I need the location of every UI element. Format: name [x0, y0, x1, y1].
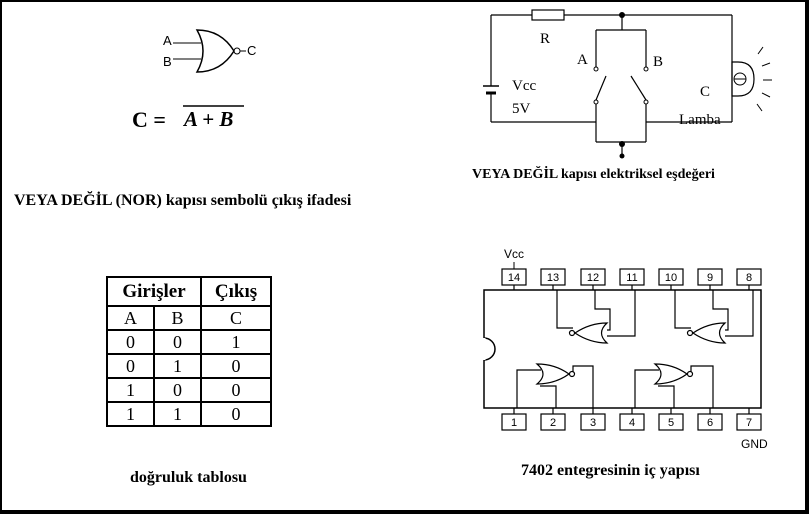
bottom-pin-label: 1 [511, 417, 517, 429]
truth-table: Girişler Çıkış A B C 0 0 1 0 1 0 1 0 0 1… [106, 276, 272, 427]
nor-input-a-label: A [163, 33, 172, 48]
bottom-pin-label: 7 [746, 417, 752, 429]
switch-a [595, 75, 607, 101]
source-label: Vcc [512, 78, 536, 94]
output-header: Çıkış [200, 276, 272, 307]
top-pin-label: 12 [587, 272, 599, 284]
top-pin-label: 9 [707, 272, 713, 284]
nor-symbol-caption: VEYA DEĞİL (NOR) kapısı sembolü çıkış if… [14, 192, 352, 209]
nor-gate [653, 363, 694, 385]
lamp-icon [731, 46, 772, 112]
bottom-pin-label: 3 [590, 417, 596, 429]
lamp-label: Lamba [679, 112, 721, 128]
cell-c: 1 [200, 329, 272, 355]
lamp-node-label: C [700, 84, 710, 100]
column-b: B [153, 305, 202, 331]
cell-c: 0 [200, 377, 272, 403]
top-pin-group: 14 13 12 11 10 9 8 [501, 262, 762, 290]
nor-gate [535, 363, 576, 385]
bottom-pin-label: 4 [629, 417, 635, 429]
bottom-pin-group: 1 2 3 4 5 6 7 [501, 408, 762, 431]
top-pin-label: 11 [626, 272, 637, 284]
nor-gate [686, 322, 727, 344]
ic-caption: 7402 entegresinin iç yapısı [521, 462, 700, 479]
cell-b: 0 [153, 329, 202, 355]
column-c: C [200, 305, 272, 331]
table-row: 1 0 0 [106, 377, 272, 403]
top-pin-label: 14 [508, 272, 520, 284]
switch-a-label: A [577, 52, 588, 68]
top-pin-label: 13 [547, 272, 559, 284]
ic-body [483, 289, 762, 409]
cell-c: 0 [200, 353, 272, 379]
table-row: 1 1 0 [106, 401, 272, 427]
nor-gate [568, 322, 609, 344]
column-a: A [106, 305, 155, 331]
cell-a: 0 [106, 329, 155, 355]
truth-table-caption: doğruluk tablosu [130, 469, 247, 486]
cell-b: 0 [153, 377, 202, 403]
nor-output-label: C [247, 43, 256, 58]
cell-b: 1 [153, 401, 202, 427]
cell-b: 1 [153, 353, 202, 379]
nor-input-b-label: B [163, 54, 172, 69]
internal-wiring [516, 290, 754, 408]
table-row: 0 1 0 [106, 353, 272, 379]
truth-table-group-header: Girişler Çıkış [106, 276, 272, 307]
nor-gate-symbol: A B C [163, 29, 256, 73]
bottom-pin-label: 5 [668, 417, 674, 429]
resistor-label: R [540, 31, 550, 47]
switch-b [630, 75, 647, 101]
source-voltage: 5V [512, 101, 531, 117]
cell-a: 1 [106, 401, 155, 427]
gnd-label: GND [741, 437, 768, 451]
truth-table-column-header: A B C [106, 305, 272, 331]
equation-lhs: C = [132, 107, 166, 132]
top-pin-label: 10 [665, 272, 677, 284]
vcc-label: Vcc [504, 247, 524, 261]
switch-b-label: B [653, 54, 663, 70]
ic-notch [483, 337, 496, 361]
cell-a: 1 [106, 377, 155, 403]
table-row: 0 0 1 [106, 329, 272, 355]
bottom-pin-label: 6 [707, 417, 713, 429]
top-pin-label: 8 [746, 272, 752, 284]
equation-rhs: A + B [182, 107, 233, 131]
resistor [531, 9, 565, 21]
equivalent-circuit: R A B Vcc 5V C Lamba [483, 9, 772, 159]
inputs-header: Girişler [106, 276, 202, 307]
cell-c: 0 [200, 401, 272, 427]
cell-a: 0 [106, 353, 155, 379]
circuit-caption: VEYA DEĞİL kapısı elektriksel eşdeğeri [472, 167, 715, 182]
nor-equation: C = A + B [132, 105, 244, 132]
bottom-pin-label: 2 [550, 417, 556, 429]
